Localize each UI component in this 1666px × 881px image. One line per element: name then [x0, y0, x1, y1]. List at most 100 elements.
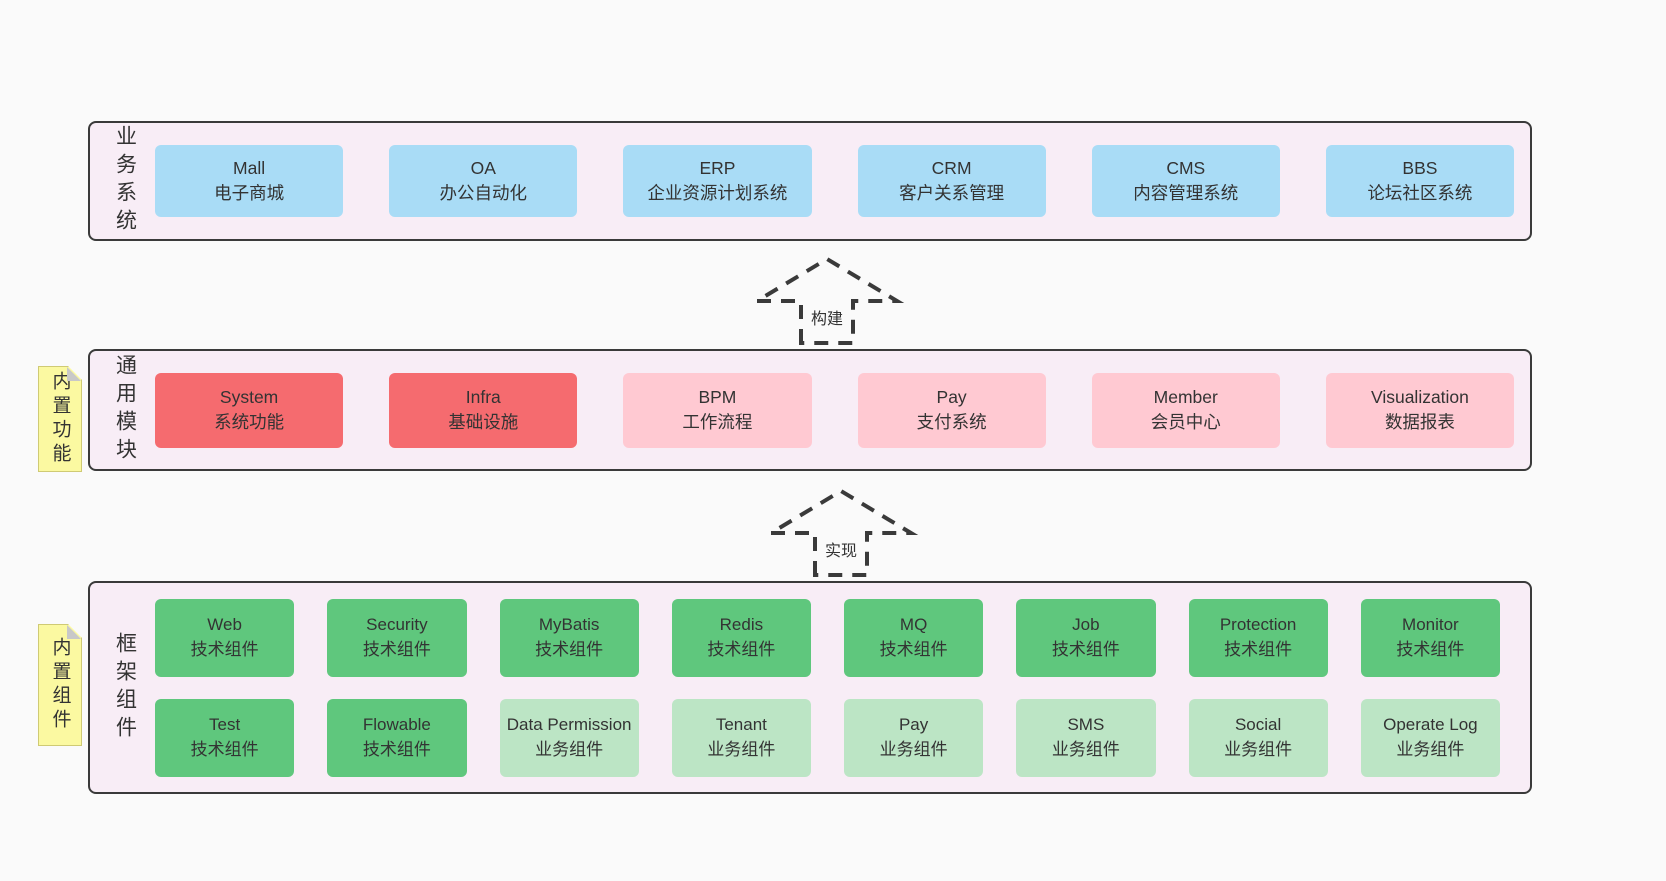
layer-common-modules: 通用模块 System 系统功能 Infra 基础设施 BPM 工作流程 Pay…	[88, 349, 1532, 471]
box-data-permission: Data Permission 业务组件	[499, 698, 639, 777]
box-name: BBS	[1402, 158, 1438, 179]
component-boxes: Web 技术组件 Security 技术组件 MyBatis 技术组件 Redi…	[147, 598, 1530, 777]
box-name: Pay	[936, 387, 967, 408]
box-name: Infra	[465, 387, 501, 408]
box-name: BPM	[698, 387, 737, 408]
box-visualization: Visualization 数据报表	[1325, 372, 1515, 448]
box-protection: Protection 技术组件	[1188, 598, 1328, 677]
box-desc: 电子商城	[214, 183, 285, 203]
box-sms: SMS 业务组件	[1016, 698, 1156, 777]
box-name: Protection	[1219, 615, 1297, 635]
box-desc: 基础设施	[448, 412, 519, 432]
box-desc: 技术组件	[190, 739, 259, 759]
box-desc: 工作流程	[682, 412, 753, 432]
box-name: Test	[209, 715, 241, 735]
box-desc: 技术组件	[879, 639, 948, 659]
layer-business-label: 业务系统	[113, 125, 137, 237]
box-desc: 技术组件	[707, 639, 776, 659]
box-monitor: Monitor 技术组件	[1360, 598, 1500, 677]
tag-builtin-functions: 内置功能	[38, 366, 82, 472]
box-desc: 办公自动化	[439, 183, 528, 203]
box-desc: 技术组件	[535, 639, 604, 659]
box-name: Data Permission	[506, 715, 632, 735]
box-mall: Mall 电子商城	[155, 145, 344, 217]
box-name: Visualization	[1370, 387, 1469, 408]
box-flowable: Flowable 技术组件	[327, 698, 467, 777]
box-security: Security 技术组件	[327, 598, 467, 677]
layer-modules-label: 通用模块	[113, 354, 137, 466]
layer-components-label: 框架组件	[113, 631, 137, 744]
box-erp: ERP 企业资源计划系统	[623, 145, 812, 217]
box-desc: 客户关系管理	[899, 183, 1005, 203]
box-name: System	[219, 387, 279, 408]
arrow-implement-label: 实现	[821, 537, 861, 561]
box-desc: 业务组件	[1396, 739, 1465, 759]
box-desc: 技术组件	[190, 639, 259, 659]
box-name: Tenant	[715, 715, 767, 735]
box-desc: 技术组件	[362, 639, 431, 659]
box-name: Redis	[719, 615, 764, 635]
box-desc: 业务组件	[535, 739, 604, 759]
box-cms: CMS 内容管理系统	[1091, 145, 1280, 217]
box-desc: 内容管理系统	[1133, 183, 1239, 203]
tag-builtin-functions-label: 内置功能	[49, 371, 71, 467]
box-desc: 企业资源计划系统	[647, 183, 788, 203]
box-name: Job	[1072, 615, 1100, 635]
box-redis: Redis 技术组件	[671, 598, 811, 677]
box-desc: 业务组件	[1051, 739, 1120, 759]
layer-business-systems: 业务系统 Mall 电子商城 OA 办公自动化 ERP 企业资源计划系统 CRM…	[88, 121, 1532, 241]
box-name: Security	[366, 615, 428, 635]
box-name: ERP	[699, 158, 736, 179]
arrow-build: 构建	[747, 255, 907, 347]
box-pay-component: Pay 业务组件	[844, 698, 984, 777]
box-name: MyBatis	[538, 615, 600, 635]
box-name: OA	[470, 158, 496, 179]
box-name: Web	[207, 615, 242, 635]
box-mq: MQ 技术组件	[844, 598, 984, 677]
box-name: SMS	[1067, 715, 1105, 735]
box-name: Member	[1153, 387, 1218, 408]
box-desc: 数据报表	[1384, 412, 1455, 432]
box-test: Test 技术组件	[155, 698, 295, 777]
box-pay-system: Pay 支付系统	[857, 372, 1046, 448]
box-name: Monitor	[1402, 615, 1459, 635]
box-name: Operate Log	[1383, 715, 1478, 735]
box-desc: 技术组件	[1051, 639, 1120, 659]
box-desc: 技术组件	[1224, 639, 1293, 659]
box-operate-log: Operate Log 业务组件	[1360, 698, 1500, 777]
box-desc: 技术组件	[1396, 639, 1465, 659]
box-infra: Infra 基础设施	[389, 372, 578, 448]
box-name: CMS	[1166, 158, 1206, 179]
box-desc: 系统功能	[214, 412, 285, 432]
box-mybatis: MyBatis 技术组件	[499, 598, 639, 677]
box-tenant: Tenant 业务组件	[671, 698, 811, 777]
box-oa: OA 办公自动化	[389, 145, 578, 217]
arrow-implement: 实现	[761, 487, 921, 579]
folded-corner-icon	[67, 367, 81, 381]
box-member: Member 会员中心	[1091, 372, 1280, 448]
tag-builtin-components-label: 内置组件	[49, 637, 71, 733]
box-crm: CRM 客户关系管理	[857, 145, 1046, 217]
box-name: Social	[1234, 715, 1282, 735]
up-arrow-icon	[763, 488, 919, 577]
box-name: Pay	[898, 715, 929, 735]
layer-framework-components: 框架组件 Web 技术组件 Security 技术组件 MyBatis 技术组件…	[88, 581, 1532, 794]
box-name: CRM	[931, 158, 972, 179]
box-name: MQ	[899, 615, 928, 635]
business-boxes: Mall 电子商城 OA 办公自动化 ERP 企业资源计划系统 CRM 客户关系…	[147, 145, 1530, 217]
box-desc: 支付系统	[916, 412, 987, 432]
box-system: System 系统功能	[155, 372, 344, 448]
box-desc: 业务组件	[879, 739, 948, 759]
tag-builtin-components: 内置组件	[38, 624, 82, 746]
box-desc: 论坛社区系统	[1367, 183, 1473, 203]
arrow-build-label: 构建	[807, 305, 847, 329]
up-arrow-icon	[749, 256, 905, 345]
box-desc: 业务组件	[707, 739, 776, 759]
box-desc: 技术组件	[362, 739, 431, 759]
box-web: Web 技术组件	[155, 598, 295, 677]
box-name: Mall	[233, 158, 266, 179]
box-bbs: BBS 论坛社区系统	[1325, 145, 1515, 217]
module-boxes: System 系统功能 Infra 基础设施 BPM 工作流程 Pay 支付系统…	[147, 372, 1530, 448]
folded-corner-icon	[67, 625, 81, 639]
